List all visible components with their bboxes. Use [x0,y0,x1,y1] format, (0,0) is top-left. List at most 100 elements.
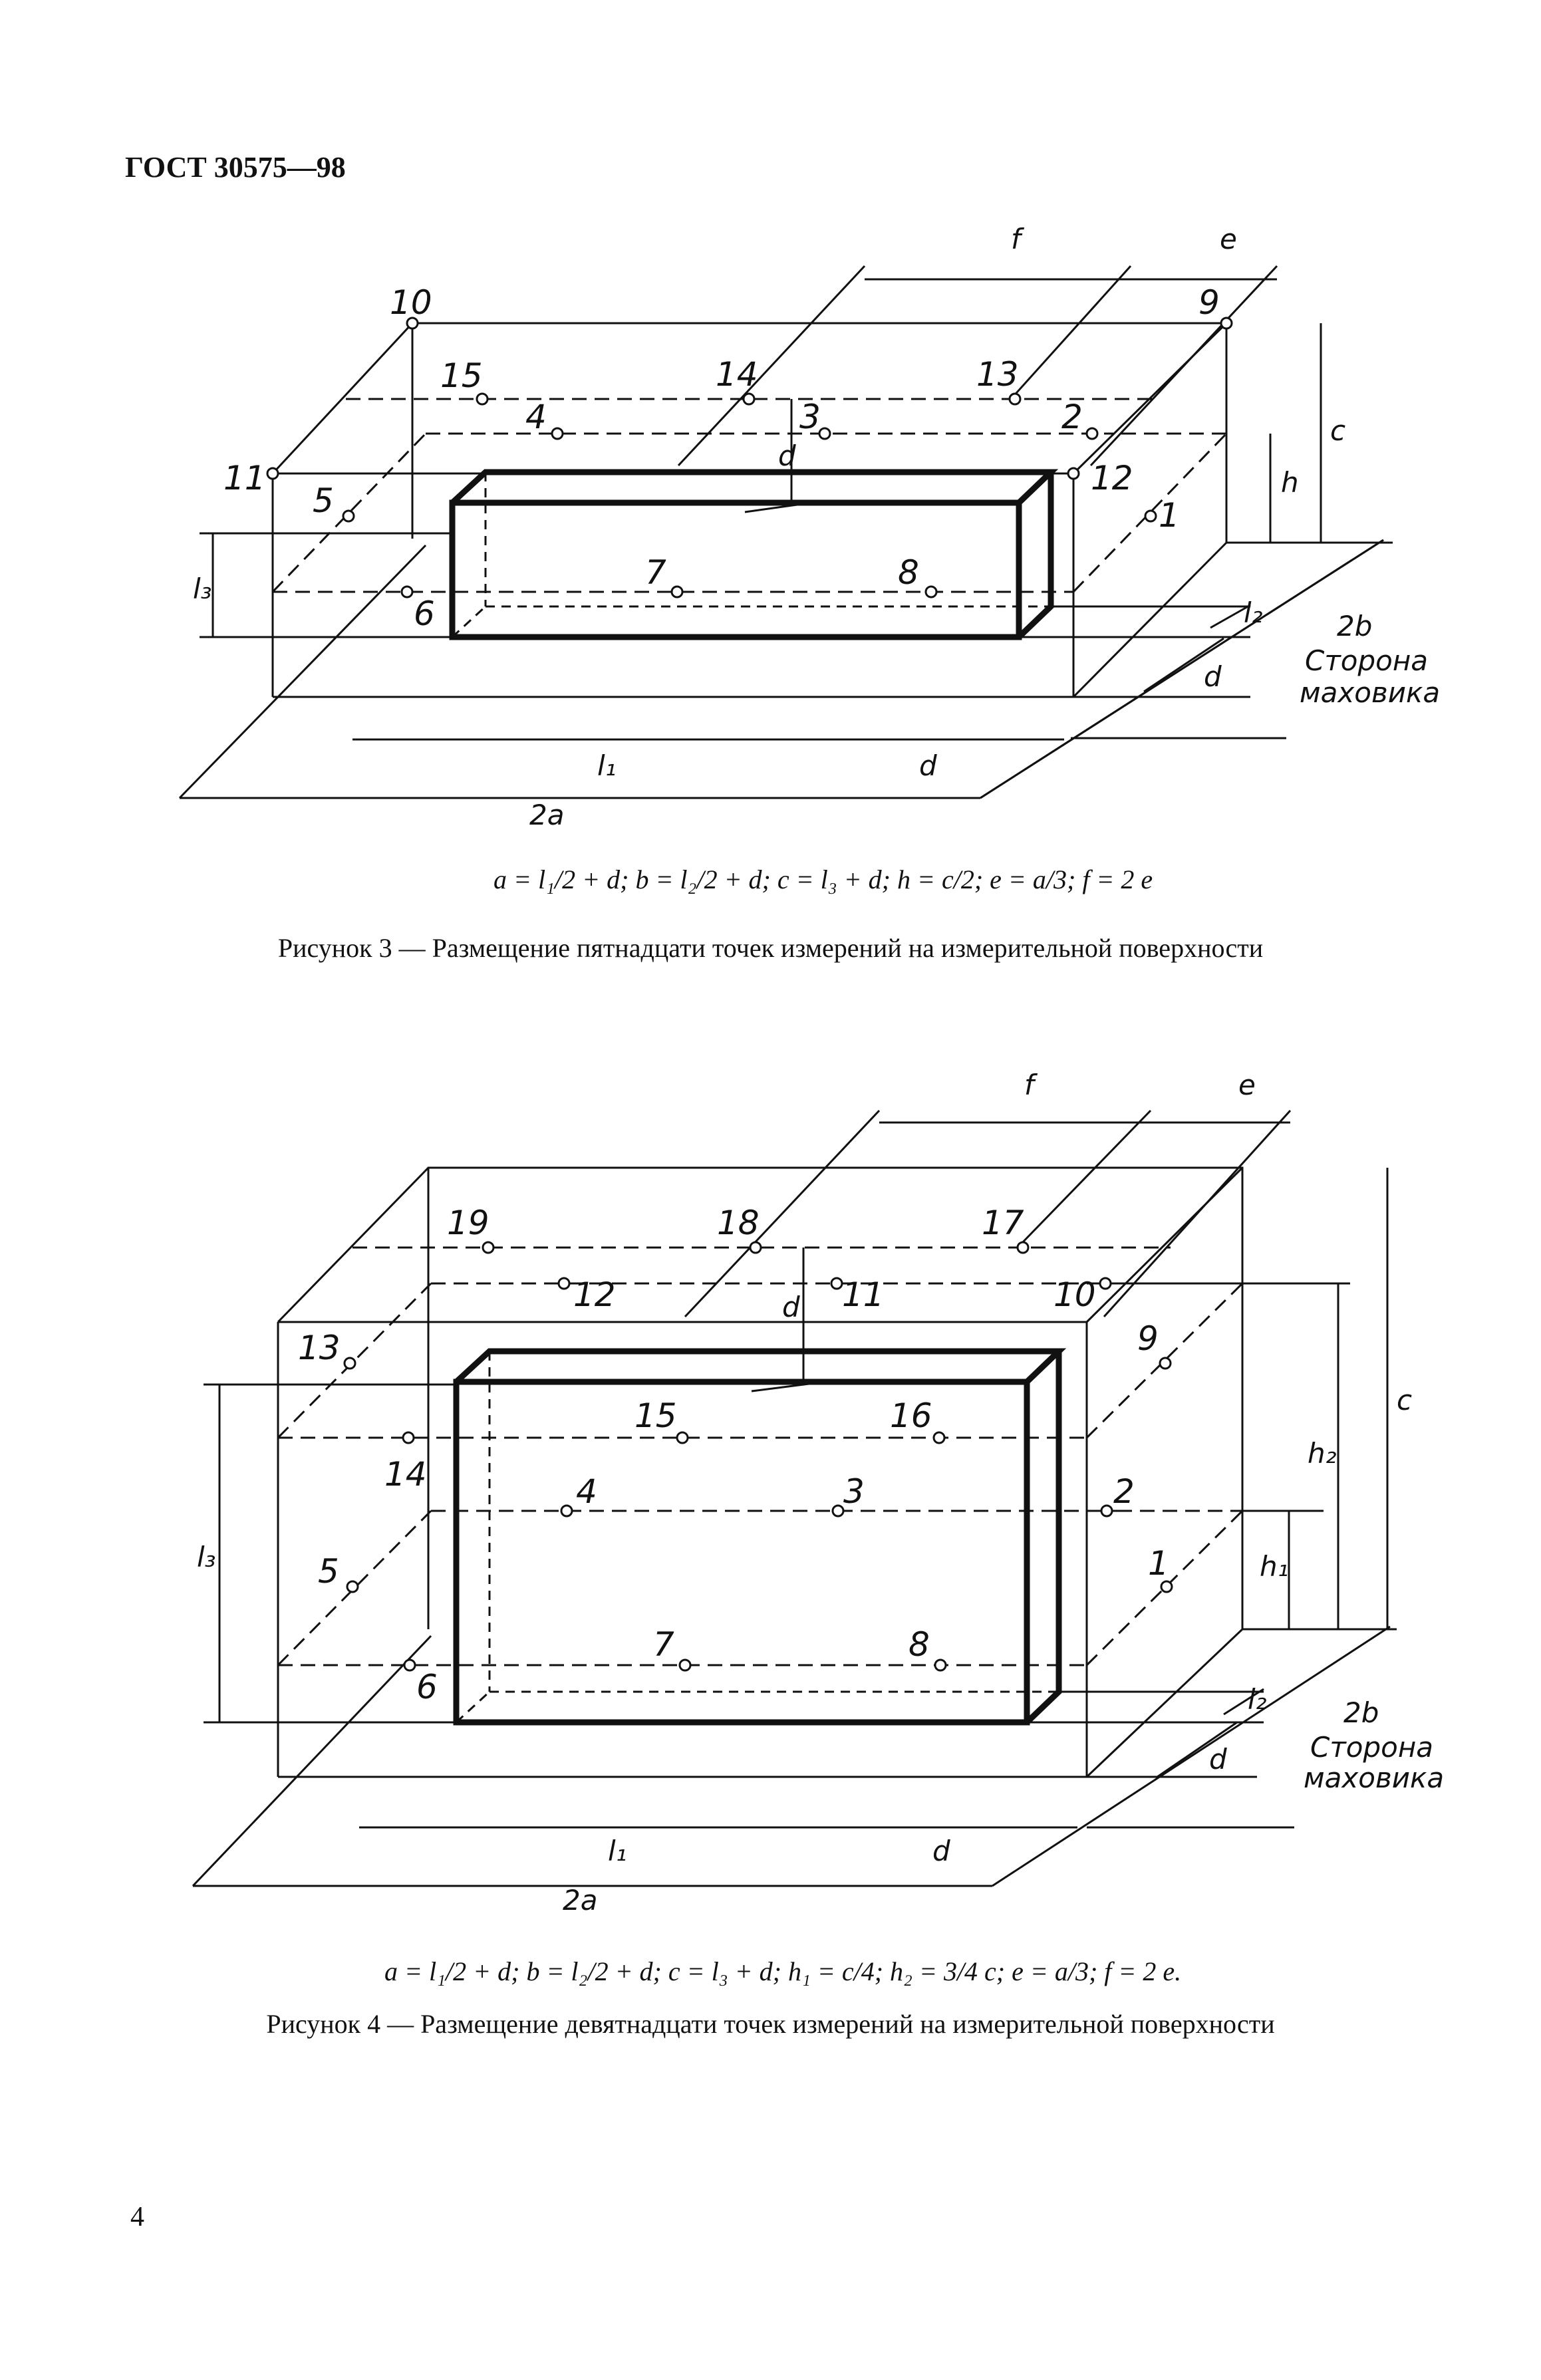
point-11-label: 11 [842,1275,885,1314]
point-14-label: 14 [384,1455,427,1494]
point-12-marker [557,1277,571,1290]
point-15-marker [476,392,489,406]
point-13-label: 13 [976,355,1019,394]
page-number: 4 [130,2202,144,2232]
point-14-marker [402,1431,415,1444]
point-15-label: 15 [634,1396,677,1435]
fig4-dimension-lines [204,1109,1389,1829]
point-5-marker [342,509,355,523]
point-3-marker [818,427,831,440]
fig3-dashed-lines [271,398,1228,593]
point-8-label: 8 [898,553,919,592]
dim-l1-label: l₁ [608,1835,627,1867]
point-7-label: 7 [653,1625,674,1664]
point-8-label: 8 [909,1625,930,1664]
point-14-marker [742,392,756,406]
point-13-marker [343,1357,356,1370]
point-4-marker [560,1504,573,1518]
dim-f-label: f [1011,223,1025,255]
point-9-label: 9 [1137,1319,1159,1358]
fig4-outer-box [277,1166,1244,1778]
fig3-machine-box [449,469,1059,640]
dim-c-label: c [1397,1384,1412,1416]
point-3-label: 3 [843,1472,865,1511]
point-6-label: 6 [414,595,435,633]
point-4-marker [551,427,564,440]
point-2-label: 2 [1113,1472,1135,1511]
fig3-formula: a = l₁/2 + d; b = l₂/2 + d; c = l₃ + d; … [493,864,1153,894]
point-11-marker [266,467,279,480]
point-8-marker [934,1658,947,1672]
point-1-marker [1144,509,1157,523]
point-4-label: 4 [525,398,547,436]
fig4-formula: a = l₁/2 + d; b = l₂/2 + d; c = l₃ + d; … [384,1956,1181,1986]
point-15-marker [676,1431,689,1444]
dim-l3-label: l₃ [197,1541,216,1573]
figure-3-diagram: 10 9 11 12 15 14 13 4 3 2 5 1 6 7 8 f e … [178,223,1440,894]
dim-h1-label: h₁ [1260,1550,1288,1583]
dim-c-label: c [1330,414,1345,447]
dim-h2-label: h₂ [1308,1437,1337,1470]
point-11-label: 11 [223,459,266,497]
dim-e-label: e [1220,223,1237,255]
point-6-marker [403,1658,416,1672]
point-14-label: 14 [716,355,758,394]
point-11-marker [830,1277,843,1290]
point-3-label: 3 [799,398,821,436]
point-12-label: 12 [573,1275,616,1314]
point-7-label: 7 [645,553,666,592]
point-16-label: 16 [890,1396,932,1435]
point-10-label: 10 [1053,1275,1096,1314]
dim-e-label: e [1238,1069,1256,1101]
point-2-marker [1100,1504,1113,1518]
point-5-label: 5 [313,481,334,520]
dim-d3-label: d [919,749,937,782]
fig4-base-lines [192,1282,1397,1887]
point-6-marker [400,585,414,598]
figure-4-caption: Рисунок 4 — Размещение девятнадцати точе… [266,2009,1275,2039]
dim-f-label: f [1024,1069,1038,1101]
point-17-marker [1016,1241,1030,1254]
dim-l2-label: l₂ [1244,596,1263,629]
point-2-label: 2 [1061,398,1083,436]
point-5-label: 5 [318,1552,339,1591]
fig4-measurement-points [343,1241,1173,1672]
fig4-machine-box [453,1348,1067,1726]
dim-l1-label: l₁ [597,749,617,782]
point-7-marker [670,585,684,598]
point-9-marker [1220,317,1233,330]
fig3-dimension-lines [180,265,1384,799]
point-10-label: 10 [390,283,432,322]
point-12-marker [1067,467,1080,480]
point-13-marker [1008,392,1022,406]
point-10-marker [406,317,419,330]
dim-2b-label: 2b [1343,1696,1379,1729]
dim-2a-label: 2a [563,1884,597,1917]
point-5-marker [346,1580,359,1593]
point-15-label: 15 [440,356,483,395]
point-19-label: 19 [447,1204,490,1242]
point-18-marker [749,1241,762,1254]
figure-4-diagram: 19 18 17 12 11 10 13 9 14 15 16 4 3 2 5 … [192,1069,1444,1986]
dim-d-label: d [782,1291,800,1323]
flywheel-side-label-1: Сторона [1305,644,1428,677]
point-9-label: 9 [1198,283,1220,322]
point-18-label: 18 [717,1204,760,1242]
point-4-label: 4 [576,1472,597,1511]
dim-l2-label: l₂ [1248,1683,1267,1716]
point-1-label: 1 [1148,1544,1169,1583]
point-6-label: 6 [416,1668,438,1706]
point-9-marker [1159,1357,1172,1370]
standard-header: ГОСТ 30575—98 [125,151,346,184]
point-1-marker [1160,1580,1173,1593]
point-13-label: 13 [298,1329,341,1367]
point-19-marker [482,1241,495,1254]
fig3-measurement-points [266,317,1233,598]
point-8-marker [924,585,938,598]
point-3-marker [831,1504,845,1518]
point-10-marker [1099,1277,1112,1290]
point-2-marker [1085,427,1099,440]
dim-l3-label: l₃ [193,573,212,605]
flywheel-side-label-2: маховика [1300,676,1440,709]
